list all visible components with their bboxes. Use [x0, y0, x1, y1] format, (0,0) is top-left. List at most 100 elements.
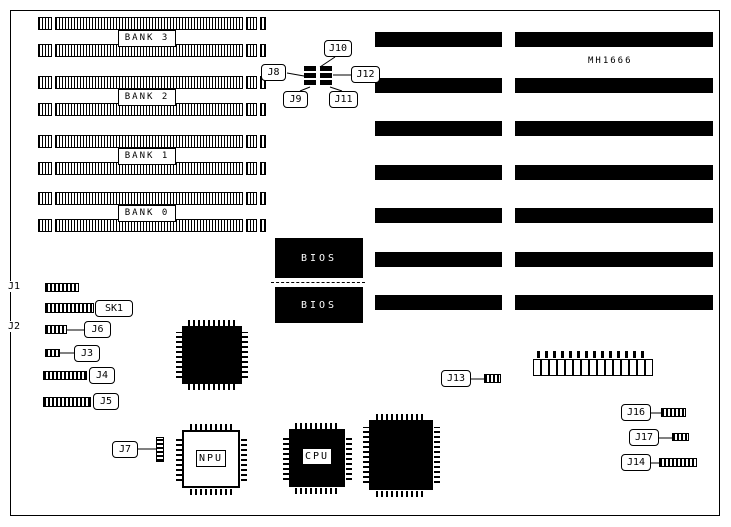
npu-chip [182, 430, 240, 488]
socket-end [260, 162, 266, 175]
simm-socket [38, 135, 266, 149]
jumper-label-j14: J14 [621, 454, 651, 471]
jumper-block-j14 [659, 458, 697, 467]
expansion-slot [375, 252, 502, 267]
jumper-label-j1: J1 [6, 281, 23, 292]
socket-end [38, 192, 52, 205]
ic-chip-pins [434, 427, 440, 483]
jumper-pin-cluster [304, 66, 333, 86]
cpu-chip-pins [295, 488, 339, 494]
jumper-block-sk1 [45, 303, 94, 313]
socket-end [246, 44, 257, 57]
bios-chip-bottom: BIOS [275, 287, 363, 323]
ic-chip [369, 420, 433, 490]
jumper-label-j13: J13 [441, 370, 471, 387]
pin-header [533, 359, 653, 376]
board-outline [10, 10, 720, 516]
expansion-slot [375, 121, 502, 136]
bios-chip-top-label: BIOS [300, 252, 338, 264]
jumper-label-j6: J6 [84, 321, 111, 338]
jumper-label-j17: J17 [629, 429, 659, 446]
socket-end [38, 162, 52, 175]
jumper-block-j17 [672, 433, 689, 441]
socket-end [38, 103, 52, 116]
socket-end [260, 219, 266, 232]
expansion-slot [375, 208, 502, 223]
jumper-block-j1 [45, 283, 79, 292]
cpu-chip-pins [295, 423, 339, 429]
jumper-block-j2 [45, 325, 67, 334]
expansion-slot [515, 295, 713, 310]
ic-chip-pins [242, 332, 248, 378]
socket-end [260, 44, 266, 57]
socket-pins [55, 192, 243, 205]
jumper-pin [304, 80, 316, 85]
jumper-label-j16: J16 [621, 404, 651, 421]
memory-bank-2: BANK 2 [38, 76, 266, 118]
ic-chip [182, 326, 242, 384]
socket-end [246, 103, 257, 116]
expansion-slot [515, 121, 713, 136]
expansion-slot [515, 32, 713, 47]
jumper-label-j12: J12 [351, 66, 380, 83]
bank-3-label: BANK 3 [118, 30, 176, 47]
npu-chip-pins [176, 437, 182, 481]
socket-end [38, 44, 52, 57]
npu-chip-pins [241, 437, 247, 481]
jumper-label-j4: J4 [89, 367, 115, 384]
jumper-block-j16 [661, 408, 686, 417]
socket-end [38, 17, 52, 30]
jumper-label-j7: J7 [112, 441, 138, 458]
socket-end [246, 17, 257, 30]
cpu-chip-pins [346, 436, 352, 480]
expansion-slot [375, 165, 502, 180]
npu-chip-pins [190, 424, 232, 430]
jumper-block-j4 [43, 371, 87, 380]
bios-socket-divider [271, 282, 365, 283]
npu-chip-label: NPU [196, 450, 226, 467]
memory-bank-0: BANK 0 [38, 192, 266, 234]
ic-chip-pins [376, 414, 426, 420]
simm-socket [38, 192, 266, 206]
jumper-block-j7 [156, 437, 164, 462]
socket-end [38, 219, 52, 232]
expansion-slot [375, 32, 502, 47]
jumper-label-sk1: SK1 [95, 300, 133, 317]
simm-socket [38, 76, 266, 90]
bios-chip-bottom-label: BIOS [300, 299, 338, 311]
simm-socket [38, 17, 266, 31]
expansion-slot [375, 295, 502, 310]
bios-chip-top: BIOS [275, 238, 363, 278]
memory-bank-1: BANK 1 [38, 135, 266, 177]
socket-pins [55, 76, 243, 89]
socket-end [38, 135, 52, 148]
socket-end [246, 135, 257, 148]
expansion-slot [515, 78, 713, 93]
expansion-slot [515, 208, 713, 223]
jumper-block-j3 [45, 349, 60, 357]
jumper-label-j9: J9 [283, 91, 308, 108]
jumper-pin [304, 66, 316, 71]
jumper-block-j13 [484, 374, 501, 383]
expansion-slot [515, 165, 713, 180]
socket-end [260, 103, 266, 116]
ic-chip-pins [176, 332, 182, 378]
socket-end [260, 135, 266, 148]
memory-bank-3: BANK 3 [38, 17, 266, 59]
socket-end [38, 76, 52, 89]
cpu-chip-label: CPU [302, 448, 332, 465]
npu-chip-pins [190, 489, 232, 495]
jumper-pin [320, 73, 332, 78]
socket-pins [55, 135, 243, 148]
bank-0-label: BANK 0 [118, 205, 176, 222]
jumper-label-j10: J10 [324, 40, 352, 57]
expansion-slot [375, 78, 502, 93]
ic-chip-pins [376, 491, 426, 497]
jumper-block-j5 [43, 397, 91, 407]
ic-chip-pins [363, 427, 369, 483]
jumper-label-j5: J5 [93, 393, 119, 410]
socket-end [246, 162, 257, 175]
pin-header-pins [537, 351, 649, 358]
socket-end [246, 219, 257, 232]
